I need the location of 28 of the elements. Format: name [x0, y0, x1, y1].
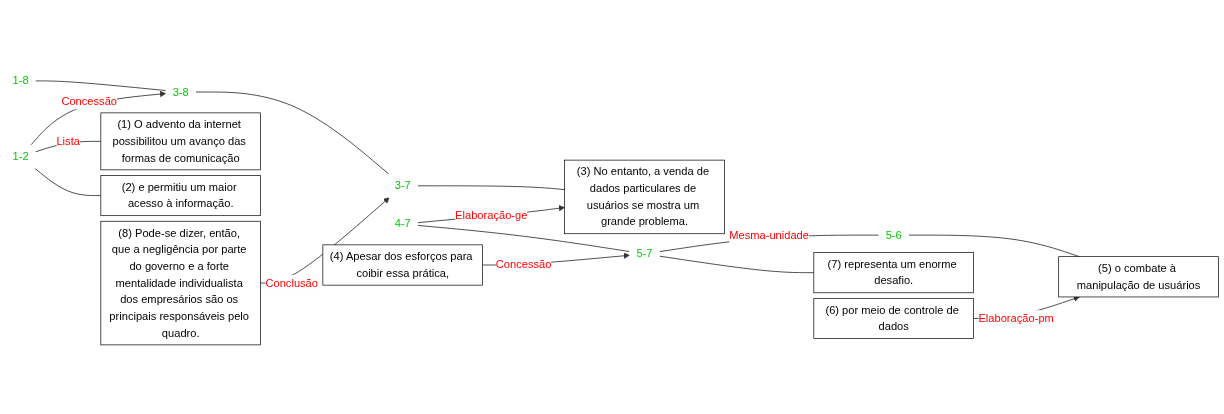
connector: [35, 80, 167, 91]
edge-label: Mesma-unidade: [729, 228, 809, 241]
node-box: (8) Pode-se dizer, então, que a negligência por parte do governo e a forte mentalidade individualista dos empresários são os principais responsáveis pelo quadro.: [100, 220, 261, 346]
edge-label: Elaboração-pm: [978, 312, 1054, 325]
edge-label: Elaboração-ge: [455, 209, 528, 222]
node-text: 3-7: [394, 179, 411, 192]
node-text: 5-7: [636, 247, 653, 260]
node-box: (1) O advento da internet possibilitou um avanço das formas de comunicação: [100, 112, 261, 171]
node-box: (3) No entanto, a venda de dados particulares de usuários se mostra um grande problema.: [564, 159, 725, 235]
connector: [659, 255, 815, 273]
edge-label: Concessão: [61, 94, 117, 107]
node-text: 4-7: [394, 217, 411, 230]
node-box: (4) Apesar dos esforços para coibir essa prática,: [322, 244, 483, 286]
edge-label: Lista: [56, 135, 80, 147]
edge-label: Concessão: [495, 258, 552, 271]
node-text: 1-2: [12, 150, 29, 163]
node-box: (7) representa um enorme desafio.: [813, 252, 974, 294]
node-box: (6) por meio de controle de dados: [813, 298, 974, 339]
edge-label: Conclusão: [265, 276, 318, 289]
connector: [417, 185, 565, 190]
node-text: 1-8: [12, 74, 29, 87]
connector: [34, 168, 102, 196]
connector: [417, 225, 630, 252]
connector: [195, 91, 390, 175]
node-box: (2) e permitiu um maior acesso à informação.: [100, 175, 261, 217]
node-box: (5) o combate à manipulação de usuários: [1058, 256, 1219, 298]
node-text: 3-8: [172, 85, 189, 98]
node-text: 5-6: [885, 228, 902, 241]
